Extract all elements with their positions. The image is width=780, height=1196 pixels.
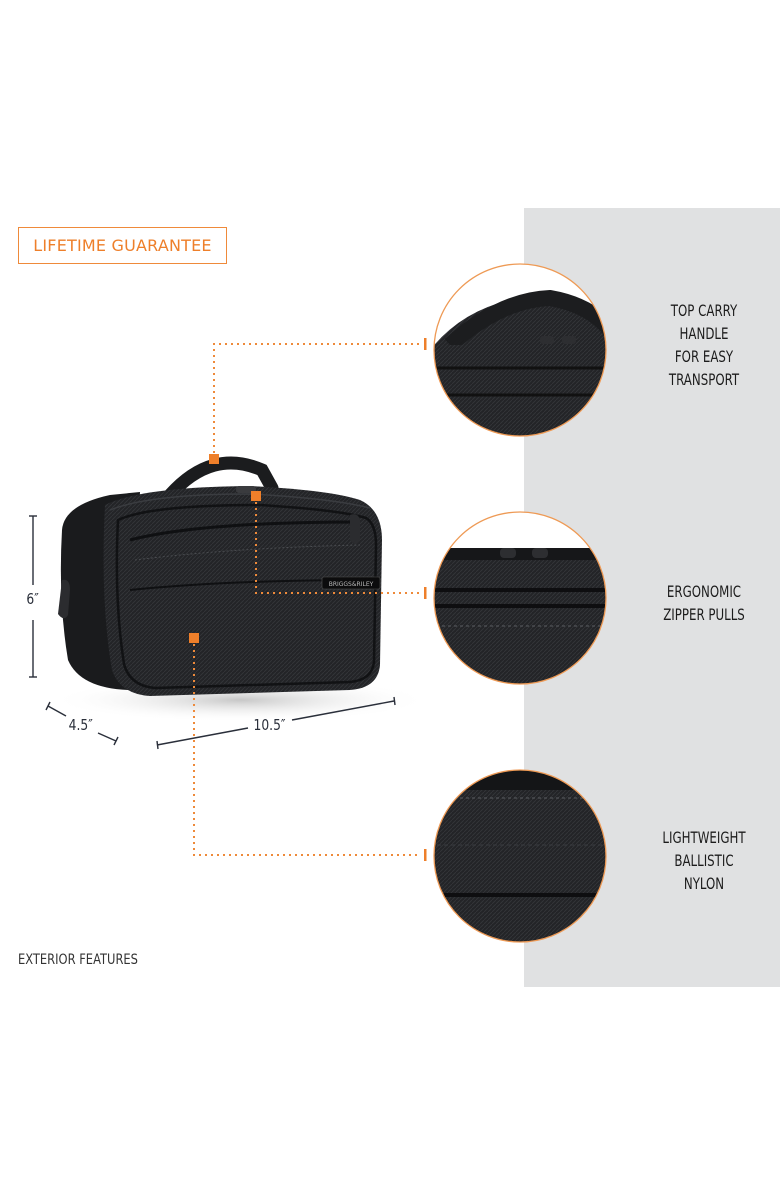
detail-circle-nylon [433, 769, 607, 943]
depth-dimension-label: 4.5″ [68, 716, 93, 734]
dimension-lines [29, 515, 396, 750]
callout-connectors [193, 343, 420, 856]
detail-circle-zipper [433, 511, 607, 685]
feature-label-handle: TOP CARRY HANDLE FOR EASY TRANSPORT [668, 301, 740, 389]
lifetime-guarantee-badge: LIFETIME GUARANTEE [18, 227, 227, 264]
feature-label-zipper: ERGONOMIC ZIPPER PULLS [663, 582, 745, 624]
height-dimension-label: 6″ [26, 590, 39, 608]
toiletry-bag-image: BRIGGS&RILEY [58, 456, 382, 696]
section-caption: EXTERIOR FEATURES [18, 952, 138, 968]
detail-circle-handle [433, 263, 607, 437]
marker-nylon [189, 633, 199, 643]
marker-zipper [251, 491, 261, 501]
marker-handle [209, 454, 219, 464]
svg-text:BRIGGS&RILEY: BRIGGS&RILEY [329, 581, 374, 588]
width-dimension-label: 10.5″ [253, 716, 286, 734]
feature-label-nylon: LIGHTWEIGHT BALLISTIC NYLON [662, 828, 746, 893]
